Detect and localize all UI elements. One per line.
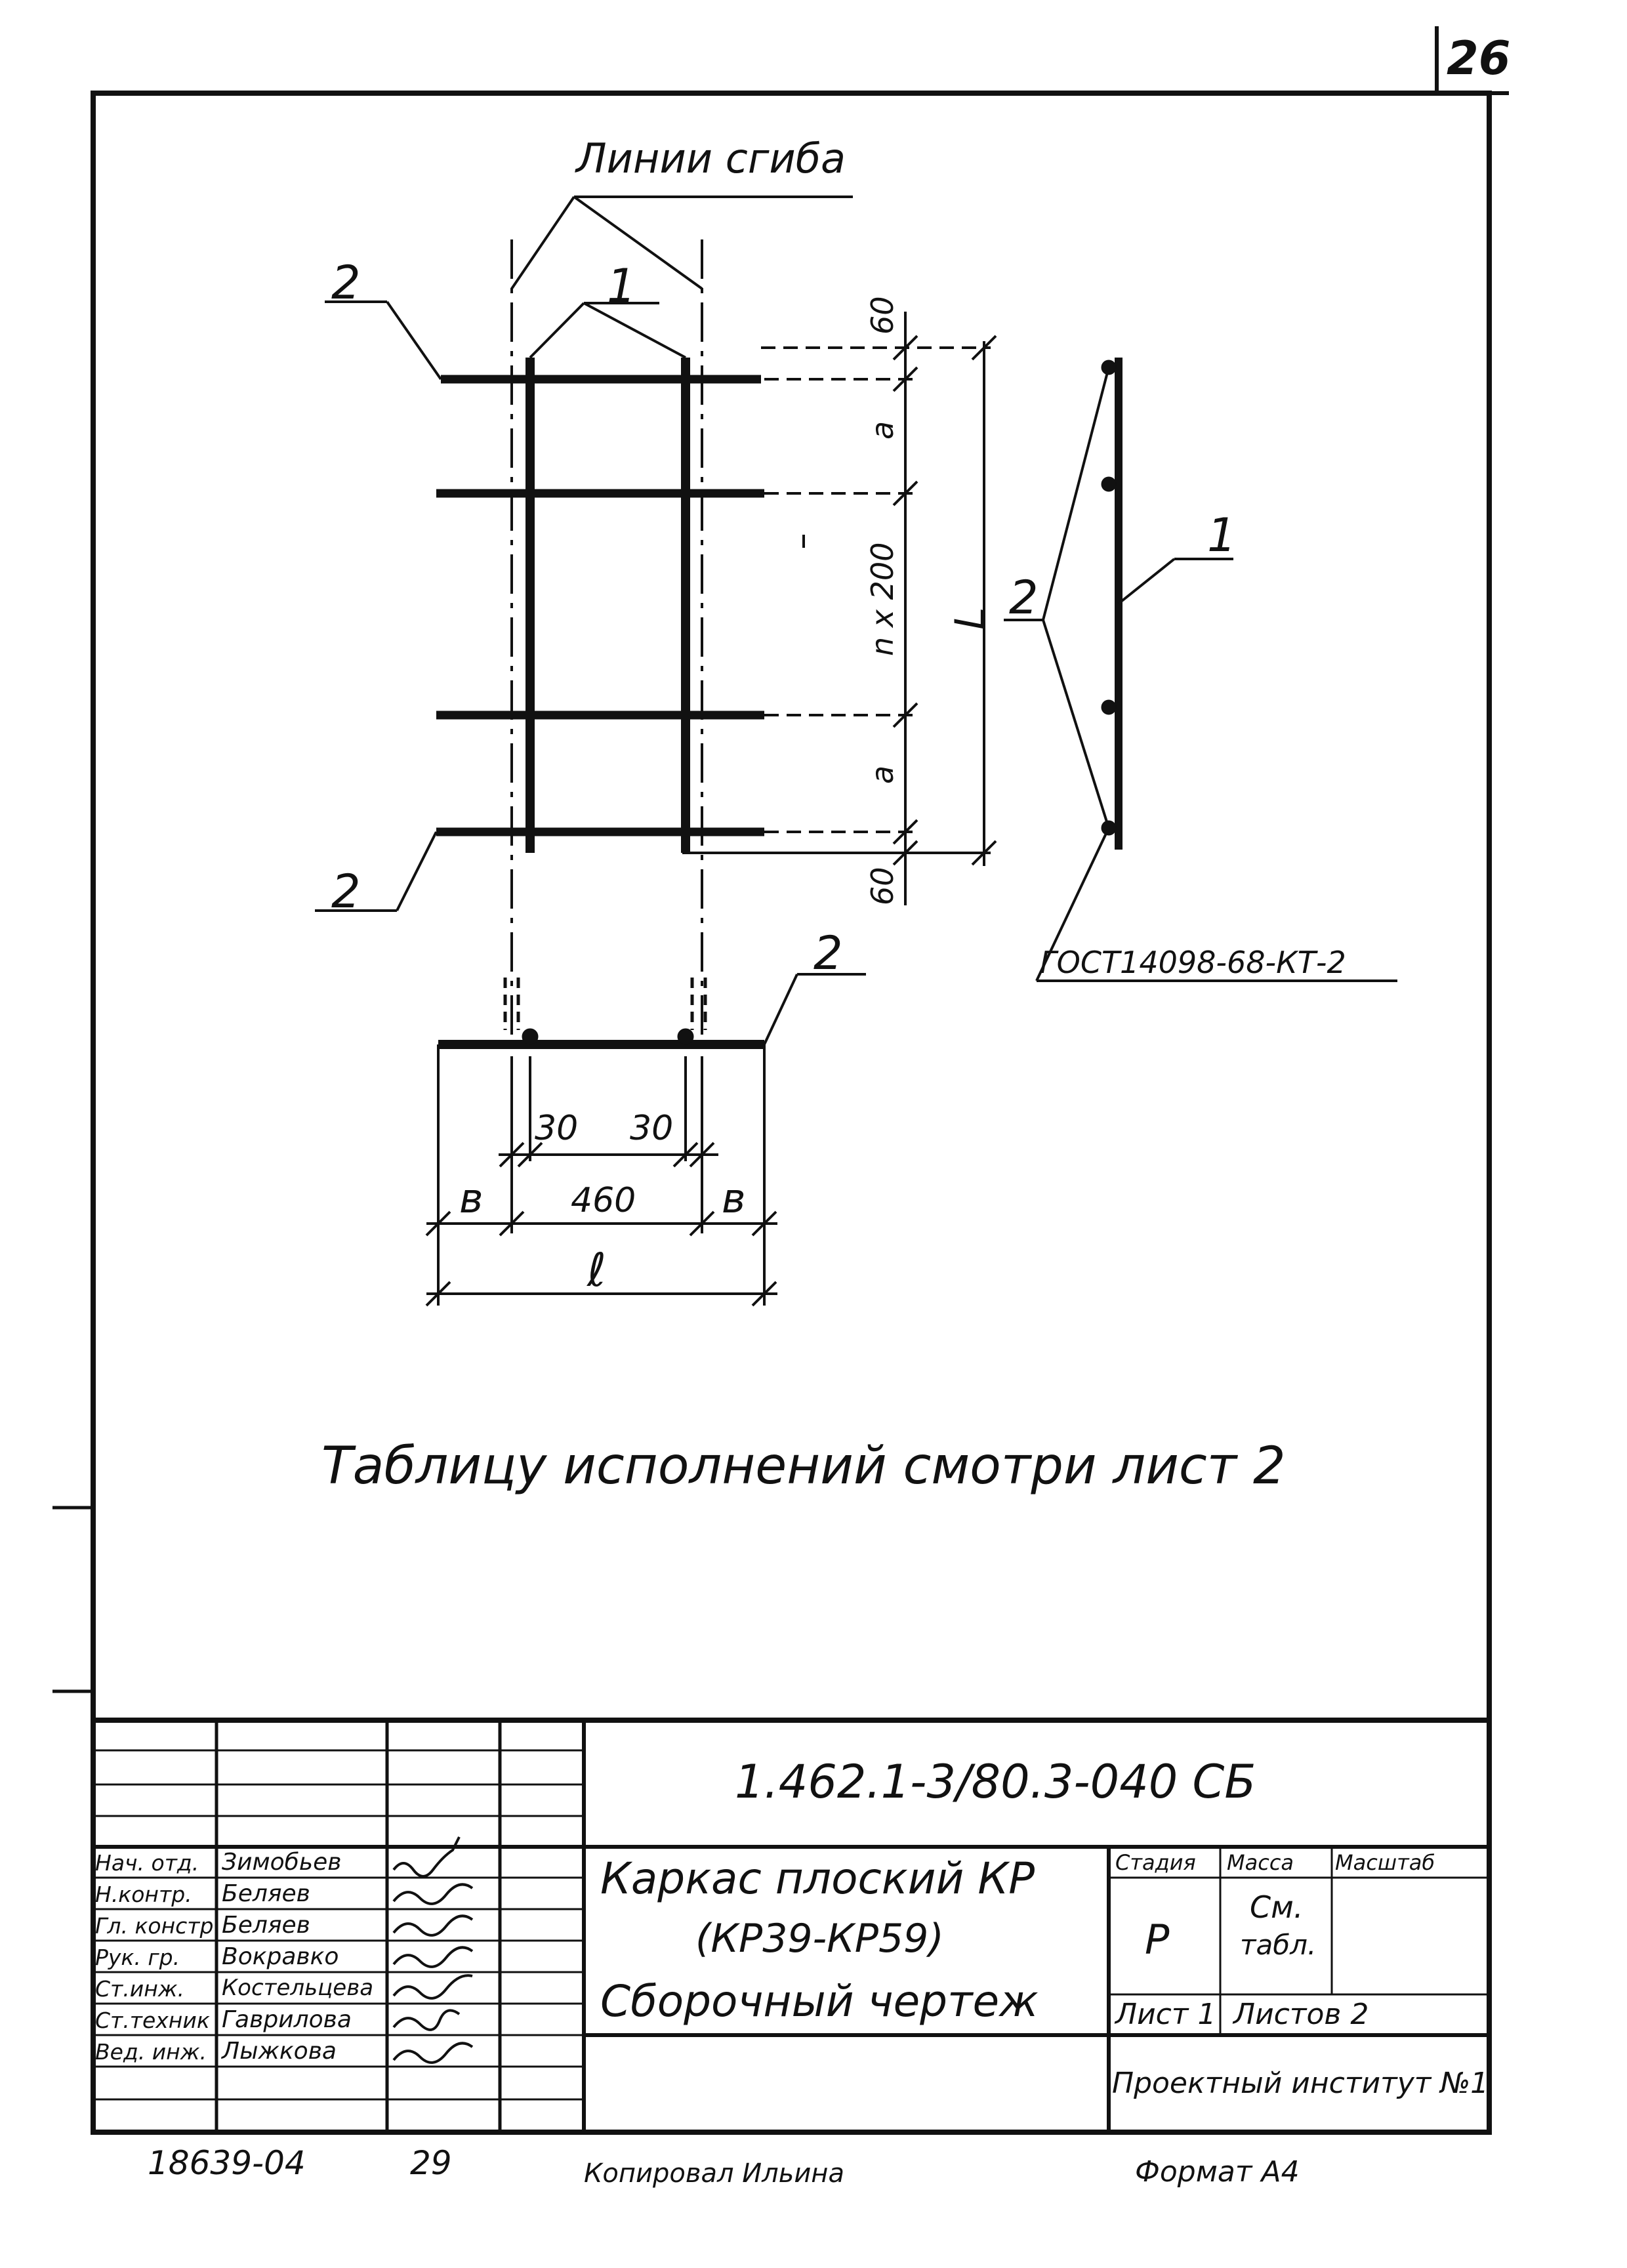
- signature-scribbles: [392, 1836, 474, 2064]
- cage-main-view: [436, 239, 805, 1063]
- item-1-label-main: 1: [607, 259, 636, 313]
- margin-marks: [52, 1506, 93, 1693]
- item-1-label-side: 1: [1207, 508, 1237, 562]
- mass-header: Масса: [1227, 1850, 1294, 1875]
- sig-name-3: Беляев: [222, 1912, 310, 1939]
- dim-height: L: [946, 607, 994, 630]
- item-2-label-upper: 2: [331, 256, 361, 310]
- mass-value-line2: табл.: [1240, 1929, 1317, 1961]
- organization-name: Проектный институт №1: [1112, 2067, 1489, 2100]
- mass-value-line1: См.: [1250, 1889, 1304, 1925]
- sig-name-6: Гаврилова: [222, 2006, 352, 2033]
- dim-bottom-60: 60: [865, 867, 900, 905]
- stage-header: Стадия: [1115, 1850, 1196, 1875]
- dim-edge-left: в: [459, 1174, 484, 1222]
- dim-inner: 460: [571, 1181, 636, 1220]
- sig-role-4: Рук. гр.: [95, 1945, 180, 1970]
- vertical-dimensions: [682, 312, 997, 905]
- footer-page: 29: [410, 2144, 452, 2182]
- dim-edge-right: в: [722, 1174, 746, 1222]
- item-2-label-side: 2: [1009, 571, 1039, 625]
- sig-role-2: Н.контр.: [95, 1882, 192, 1907]
- stage-value: Р: [1145, 1916, 1170, 1964]
- dim-pitch: n x 200: [865, 542, 900, 656]
- sheets-label: Листов 2: [1233, 1998, 1369, 2031]
- sig-name-2: Беляев: [222, 1880, 310, 1907]
- sig-role-1: Нач. отд.: [95, 1850, 199, 1876]
- document-code: 1.462.1-3/80.3-040 СБ: [735, 1755, 1256, 1809]
- title-line-1: Каркас плоский КР: [600, 1853, 1035, 1904]
- title-line-2: (КР39-КР59): [695, 1916, 944, 1962]
- title-block-grid: [93, 1718, 1489, 2132]
- title-line-3: Сборочный чертеж: [600, 1976, 1039, 2027]
- sig-name-7: Лыжкова: [222, 2038, 337, 2065]
- dim-offset-right: 30: [630, 1109, 674, 1148]
- footer-copied: Копировал Ильина: [584, 2158, 844, 2189]
- bend-lines-label: Линии сгиба: [576, 134, 846, 182]
- section-view: [425, 973, 866, 1307]
- sig-role-6: Ст.техник: [95, 2008, 210, 2033]
- gost-label: ГОСТ14098-68-КТ-2: [1040, 945, 1346, 980]
- dim-a-bottom: a: [865, 765, 900, 784]
- sig-name-5: Костельцева: [222, 1975, 374, 2001]
- leaders-main-view: [315, 196, 853, 912]
- scale-header: Масштаб: [1335, 1850, 1435, 1875]
- item-2-label-lower: 2: [331, 865, 361, 918]
- sig-role-7: Вед. инж.: [95, 2039, 207, 2065]
- sheet-frame: [91, 26, 1509, 2135]
- footer-order: 18639-04: [148, 2144, 306, 2182]
- sheet-number: 26: [1447, 31, 1511, 85]
- sig-role-5: Ст.инж.: [95, 1976, 184, 2002]
- dim-a-top: a: [865, 421, 900, 440]
- item-2-label-section: 2: [814, 926, 843, 980]
- dim-top-60: 60: [865, 296, 900, 335]
- sig-name-4: Вокравко: [222, 1943, 339, 1970]
- footer-format: Формат А4: [1135, 2155, 1300, 2189]
- note-execution-table: Таблицу исполнений смотри лист 2: [321, 1437, 1286, 1496]
- sig-role-3: Гл. констр.: [95, 1913, 220, 1939]
- sig-name-1: Зимобьев: [222, 1849, 342, 1876]
- sheet-label: Лист 1: [1115, 1998, 1216, 2031]
- side-view: [1004, 358, 1397, 982]
- dim-total: ℓ: [587, 1243, 606, 1297]
- dim-offset-left: 30: [535, 1109, 579, 1148]
